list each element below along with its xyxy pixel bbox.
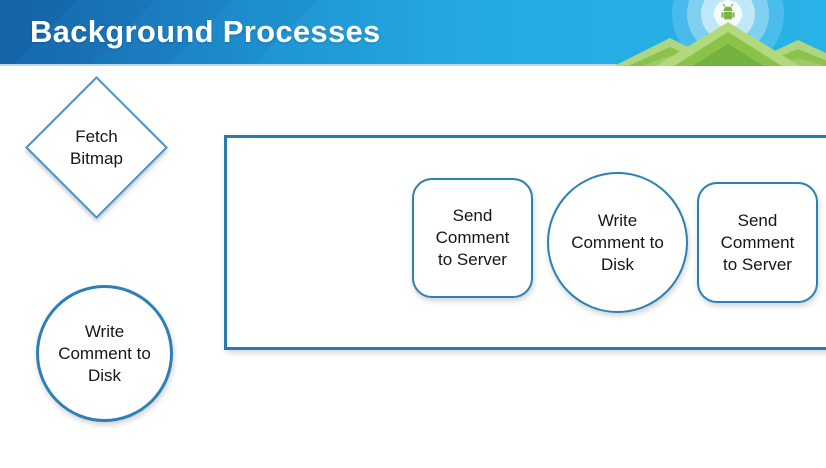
send-comment-server-label-1: Send Comment to Server (435, 206, 510, 269)
send-comment-server-box-1: Send Comment to Server (412, 178, 533, 298)
page-title: Background Processes (30, 14, 381, 49)
android-icon (721, 3, 735, 20)
mountains-icon (614, 22, 826, 66)
write-comment-disk-label-center: Write Comment to Disk (571, 210, 664, 274)
send-comment-server-box-2: Send Comment to Server (697, 182, 818, 303)
header-bar: Background Processes (0, 0, 826, 66)
send-comment-server-label-2: Send Comment to Server (720, 210, 795, 274)
fetch-bitmap-diamond: Fetch Bitmap (25, 76, 168, 219)
write-comment-disk-label-left: Write Comment to Disk (58, 321, 151, 385)
fetch-bitmap-label: Fetch Bitmap (70, 126, 123, 168)
write-comment-disk-circle-center: Write Comment to Disk (547, 172, 688, 313)
write-comment-disk-circle-left: Write Comment to Disk (36, 285, 173, 422)
android-mountains-graphic (614, 0, 826, 66)
